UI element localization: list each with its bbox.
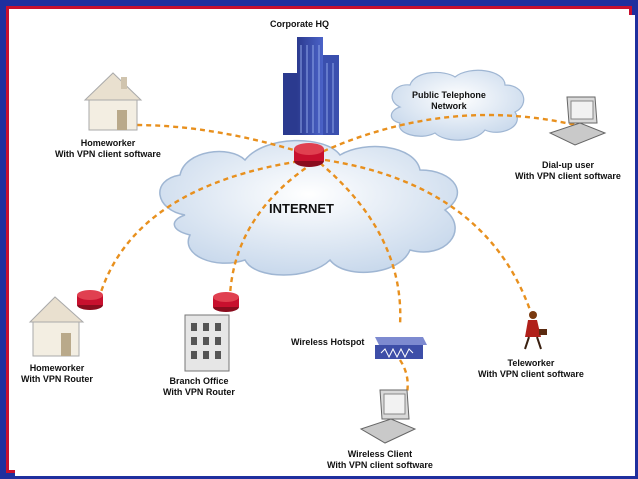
homeworker-router-label: Homeworker With VPN Router	[21, 363, 93, 385]
hq-router-icon	[294, 143, 324, 167]
homeworker-client-line1: Homeworker	[80, 138, 136, 148]
link-homeworker-router	[98, 158, 308, 296]
corporate-hq-building-icon	[283, 37, 339, 135]
pstn-line1: Public Telephone	[412, 90, 486, 100]
link-dialup	[314, 113, 576, 157]
dialup-label: Dial-up user With VPN client software	[515, 160, 621, 182]
network-diagram: Corporate HQ INTERNET Public Telephone N…	[15, 15, 635, 476]
homeworker-router-line1: Homeworker	[29, 363, 85, 373]
link-branch	[228, 162, 314, 296]
teleworker-line1: Teleworker	[507, 358, 555, 368]
homeworker-router-house-icon	[28, 296, 85, 357]
dialup-line2: With VPN client software	[515, 171, 621, 181]
wireless-client-line1: Wireless Client	[347, 449, 413, 459]
wireless-hotspot-title: Wireless Hotspot	[291, 337, 365, 347]
homeworker-router-line2: With VPN Router	[21, 374, 93, 384]
internet-title: INTERNET	[269, 201, 334, 216]
branch-office-building-icon	[184, 314, 230, 372]
homeworker-house-icon	[83, 72, 143, 131]
corporate-hq-label: Corporate HQ	[270, 19, 329, 30]
internet-label: INTERNET	[269, 201, 334, 216]
dialup-line1: Dial-up user	[541, 160, 594, 170]
vpn-links	[98, 113, 576, 394]
branch-office-line2: With VPN Router	[163, 387, 235, 397]
wireless-client-line2: With VPN client software	[327, 460, 433, 470]
teleworker-line2: With VPN client software	[478, 369, 584, 379]
wireless-hotspot-icon	[375, 337, 427, 359]
branch-office-label: Branch Office With VPN Router	[163, 376, 235, 398]
pstn-line2: Network	[431, 101, 467, 111]
corporate-hq-title: Corporate HQ	[270, 19, 330, 29]
pstn-cloud	[390, 69, 525, 141]
link-hotspot	[319, 162, 402, 326]
link-homeworker-client	[134, 123, 311, 157]
link-teleworker	[324, 158, 532, 311]
teleworker-label: Teleworker With VPN client software	[478, 358, 584, 380]
wireless-client-laptop-icon	[359, 389, 417, 444]
teleworker-person-icon	[524, 311, 547, 350]
branch-router-icon	[213, 292, 239, 312]
pstn-label: Public Telephone Network	[412, 90, 486, 112]
wireless-hotspot-label: Wireless Hotspot	[291, 337, 364, 348]
wireless-client-label: Wireless Client With VPN client software	[327, 449, 433, 471]
diagram-graphics	[28, 37, 607, 444]
branch-office-line1: Branch Office	[169, 376, 229, 386]
homeworker-client-line2: With VPN client software	[55, 149, 161, 159]
link-wireless-client	[398, 359, 409, 394]
dialup-laptop-icon	[548, 96, 607, 146]
homeworker-router-icon	[77, 290, 103, 310]
homeworker-client-label: Homeworker With VPN client software	[55, 138, 161, 160]
